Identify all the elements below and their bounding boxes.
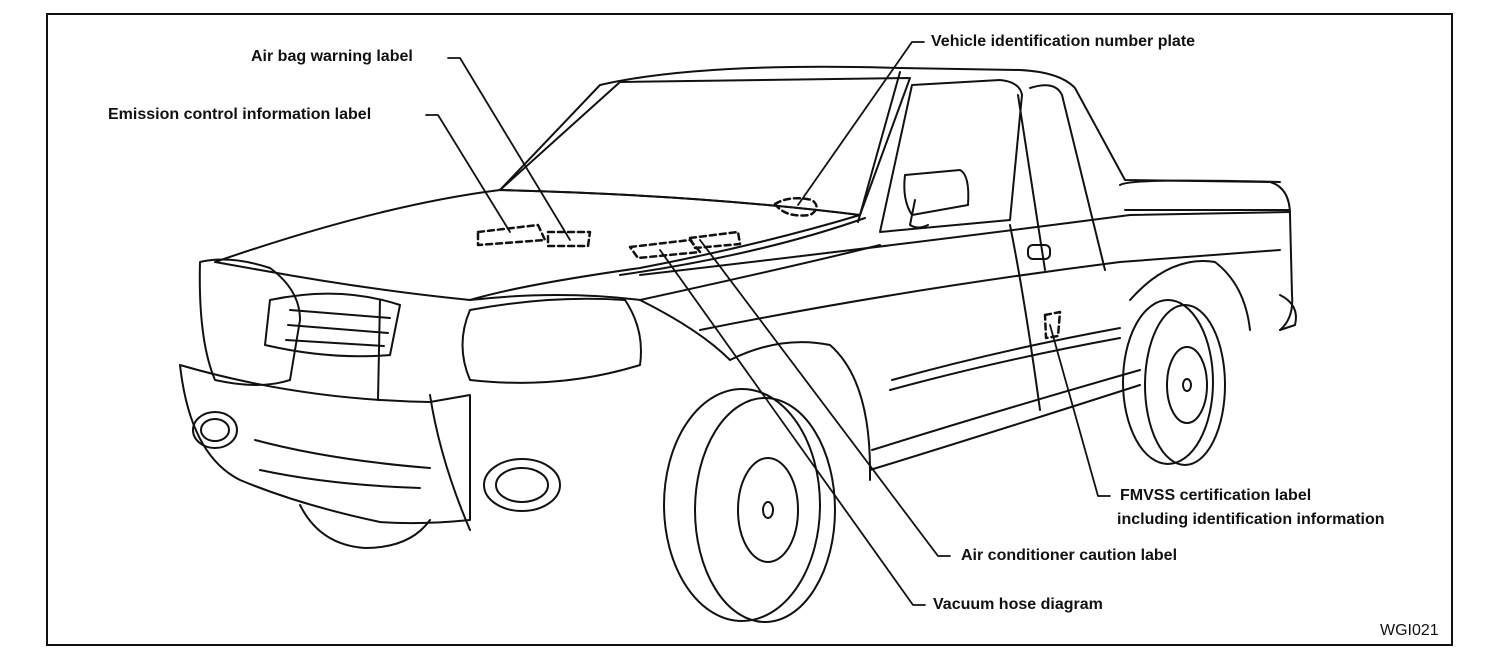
- fog-lamp-left-inner: [200, 418, 230, 442]
- fmvss-label-text-line2: including identification information: [1117, 511, 1385, 528]
- body-side-top: [639, 211, 1291, 276]
- bumper-lower: [254, 439, 431, 489]
- leader-vin: [797, 41, 925, 206]
- ac-label-marker: [628, 238, 702, 260]
- leader-vacuum: [659, 249, 926, 606]
- leader-ac: [699, 239, 951, 557]
- fog-lamp-right-inner: [495, 467, 549, 503]
- leader-emission: [425, 114, 511, 233]
- grille-bars: [285, 309, 391, 347]
- rear-bumper: [1279, 294, 1297, 331]
- hood-crease: [619, 217, 881, 301]
- front-rim: [737, 457, 799, 563]
- vin-plate-label-text: Vehicle identification number plate: [931, 33, 1196, 50]
- side-mirror: [903, 169, 970, 229]
- emission-label-marker: [476, 223, 547, 247]
- headlamp: [461, 297, 642, 384]
- door-seam: [1009, 224, 1041, 411]
- front-hub: [762, 501, 774, 519]
- front-bumper: [179, 364, 471, 525]
- fog-lamp-left: [192, 411, 238, 449]
- door-handle: [1027, 244, 1051, 260]
- fascia-line: [377, 299, 471, 531]
- hood: [214, 189, 861, 301]
- vacuum-hose-label-text: Vacuum hose diagram: [933, 596, 1103, 613]
- grille-surround: [198, 258, 301, 386]
- grille: [264, 292, 401, 358]
- bed-top: [1119, 179, 1291, 211]
- cab-roof: [499, 65, 1294, 331]
- airbag-warning-label-text: Air bag warning label: [251, 48, 413, 65]
- airbag-label-marker: [546, 230, 592, 248]
- front-tire: [694, 397, 836, 623]
- rear-hub: [1182, 378, 1192, 392]
- fog-lamp-right: [483, 458, 561, 512]
- door-frame: [857, 71, 1023, 233]
- figure-frame: [46, 13, 1453, 646]
- left-front-tire: [299, 504, 431, 549]
- vacuum-label-marker: [688, 230, 742, 250]
- windshield: [499, 77, 911, 216]
- body-side-mid: [699, 249, 1281, 331]
- body-side-rocker: [869, 369, 1141, 471]
- leader-airbag: [447, 57, 571, 241]
- ac-caution-label-text: Air conditioner caution label: [961, 547, 1178, 564]
- rear-rim: [1166, 346, 1208, 424]
- fmvss-label-text-line1: FMVSS certification label: [1120, 487, 1312, 504]
- rear-window-frame: [1017, 84, 1106, 271]
- front-fender: [469, 294, 871, 481]
- body-molding: [889, 327, 1121, 391]
- front-tire-tread: [663, 388, 821, 622]
- fmvss-label-marker: [1043, 310, 1062, 340]
- leader-fmvss: [1049, 324, 1111, 497]
- rear-tire-tread: [1122, 299, 1214, 465]
- figure-code: WGI021: [1380, 622, 1439, 639]
- emission-label-text: Emission control information label: [108, 106, 372, 123]
- rear-wheel-arch: [1129, 260, 1251, 331]
